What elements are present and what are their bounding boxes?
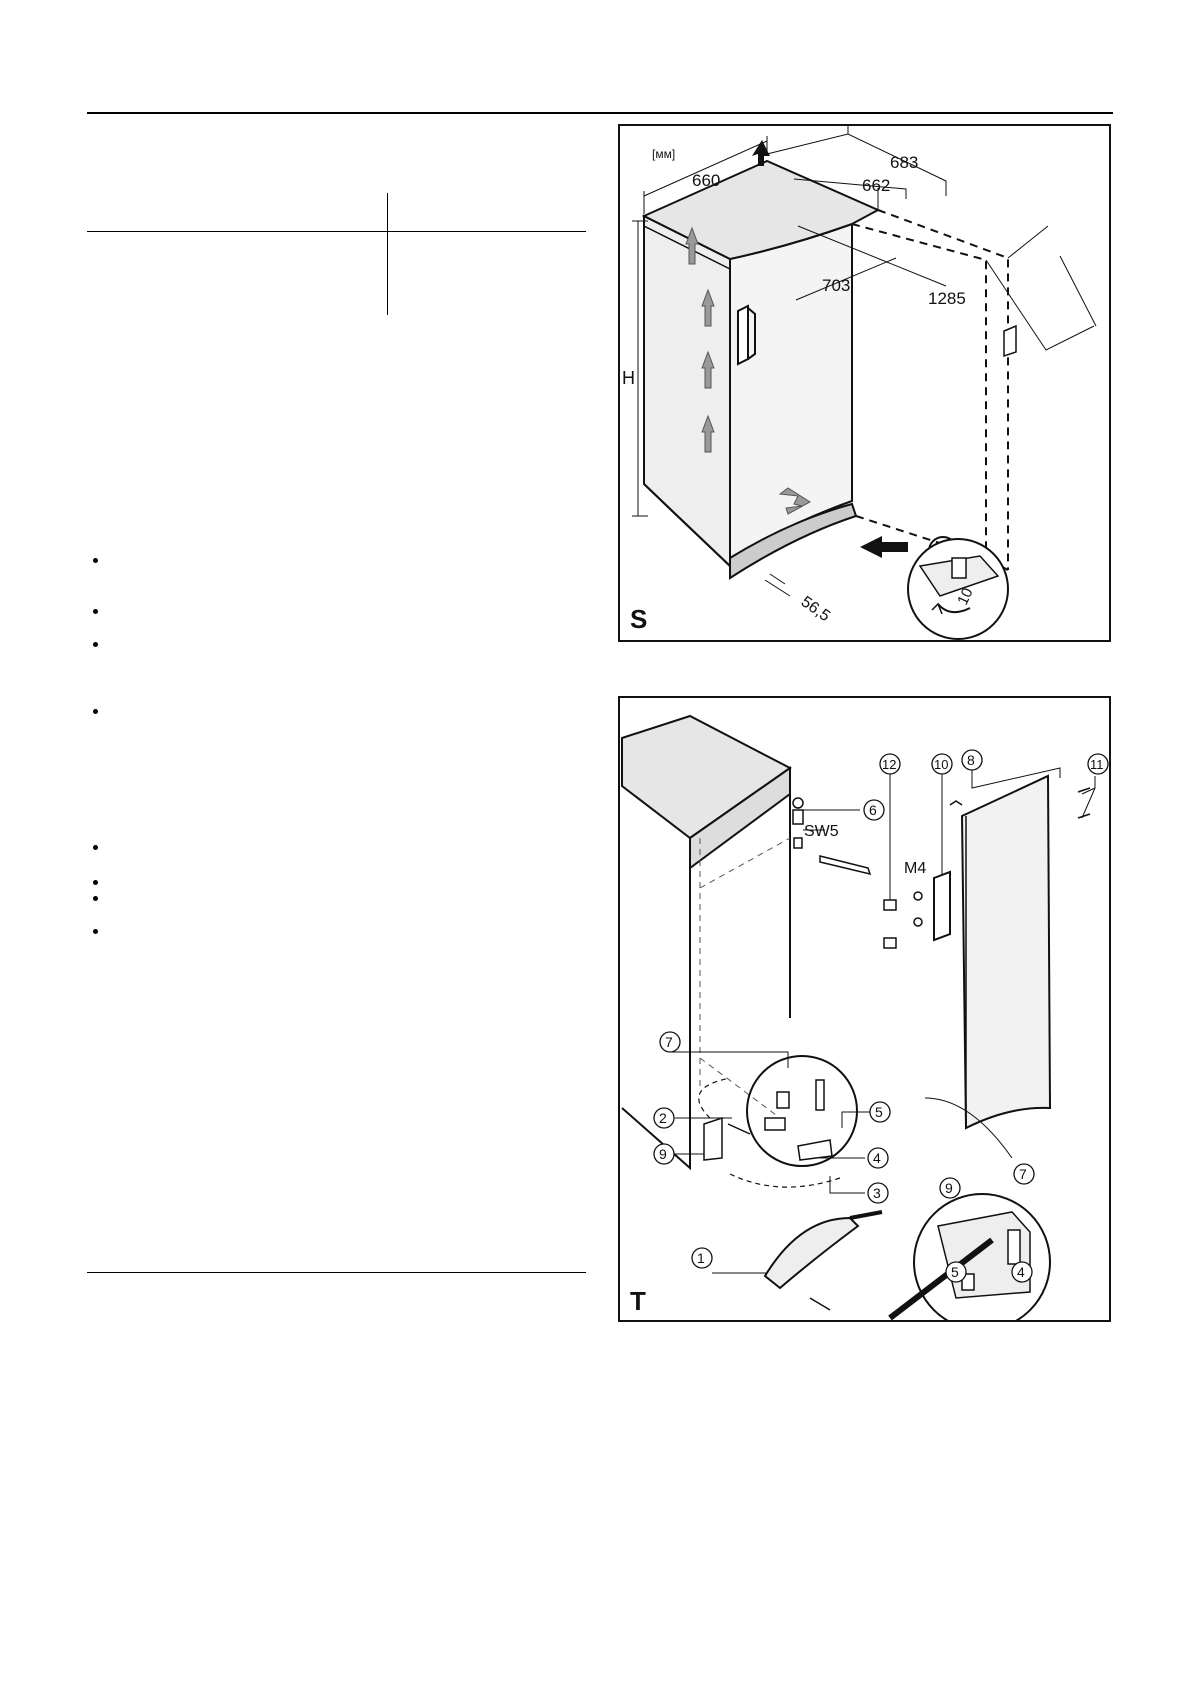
callout-3: 3	[873, 1185, 881, 1201]
callout-1: 1	[697, 1250, 705, 1266]
bullet-5	[93, 845, 98, 850]
table-rule-horizontal	[87, 231, 586, 232]
bullet-6	[93, 880, 98, 885]
figure-s-letter: S	[630, 604, 648, 634]
callout-9: 9	[659, 1146, 667, 1162]
bullet-7	[93, 896, 98, 901]
dim-height-H: H	[622, 368, 635, 388]
callout-5: 5	[875, 1104, 883, 1120]
callout-12: 12	[882, 757, 896, 772]
table-rule-vertical	[387, 193, 388, 315]
callout-2: 2	[659, 1110, 667, 1126]
label-sw5: SW5	[804, 823, 839, 840]
callout-5-detail: 5	[951, 1264, 959, 1280]
dim-662: 662	[862, 176, 890, 195]
dim-unit-label: [мм]	[652, 147, 675, 161]
callout-7-detail: 7	[1019, 1166, 1027, 1182]
bullet-1	[93, 558, 98, 563]
callout-9-detail: 9	[945, 1180, 953, 1196]
figure-s-drawing: [мм] 660 683 662 703 1285 H 56,5 10	[622, 126, 1097, 640]
callout-4-detail: 4	[1017, 1264, 1025, 1280]
callout-7: 7	[665, 1034, 673, 1050]
bullet-8	[93, 929, 98, 934]
figure-t: 6 12 10 8 11 7 2 9 5 4 3 1 9 7 5 4 SW5 M…	[618, 696, 1111, 1322]
label-m4: M4	[904, 860, 926, 877]
figure-t-letter: T	[630, 1286, 646, 1316]
dim-683: 683	[890, 153, 918, 172]
dim-1285: 1285	[928, 289, 966, 308]
footer-rule	[87, 1272, 586, 1273]
callout-6: 6	[869, 802, 877, 818]
dim-56-5: 56,5	[798, 593, 833, 625]
callout-10: 10	[934, 757, 948, 772]
dim-660: 660	[692, 171, 720, 190]
bullet-2	[93, 609, 98, 614]
callout-4: 4	[873, 1150, 881, 1166]
figure-s: [мм] 660 683 662 703 1285 H 56,5 10 S	[618, 124, 1111, 642]
dim-703: 703	[822, 276, 850, 295]
callout-11: 11	[1090, 757, 1104, 772]
bullet-4	[93, 709, 98, 714]
bullet-3	[93, 642, 98, 647]
figure-t-drawing: 6 12 10 8 11 7 2 9 5 4 3 1 9 7 5 4 SW5 M…	[621, 714, 1109, 1320]
callout-8: 8	[967, 752, 975, 768]
header-rule	[87, 112, 1113, 114]
dim-10: 10	[954, 585, 976, 607]
